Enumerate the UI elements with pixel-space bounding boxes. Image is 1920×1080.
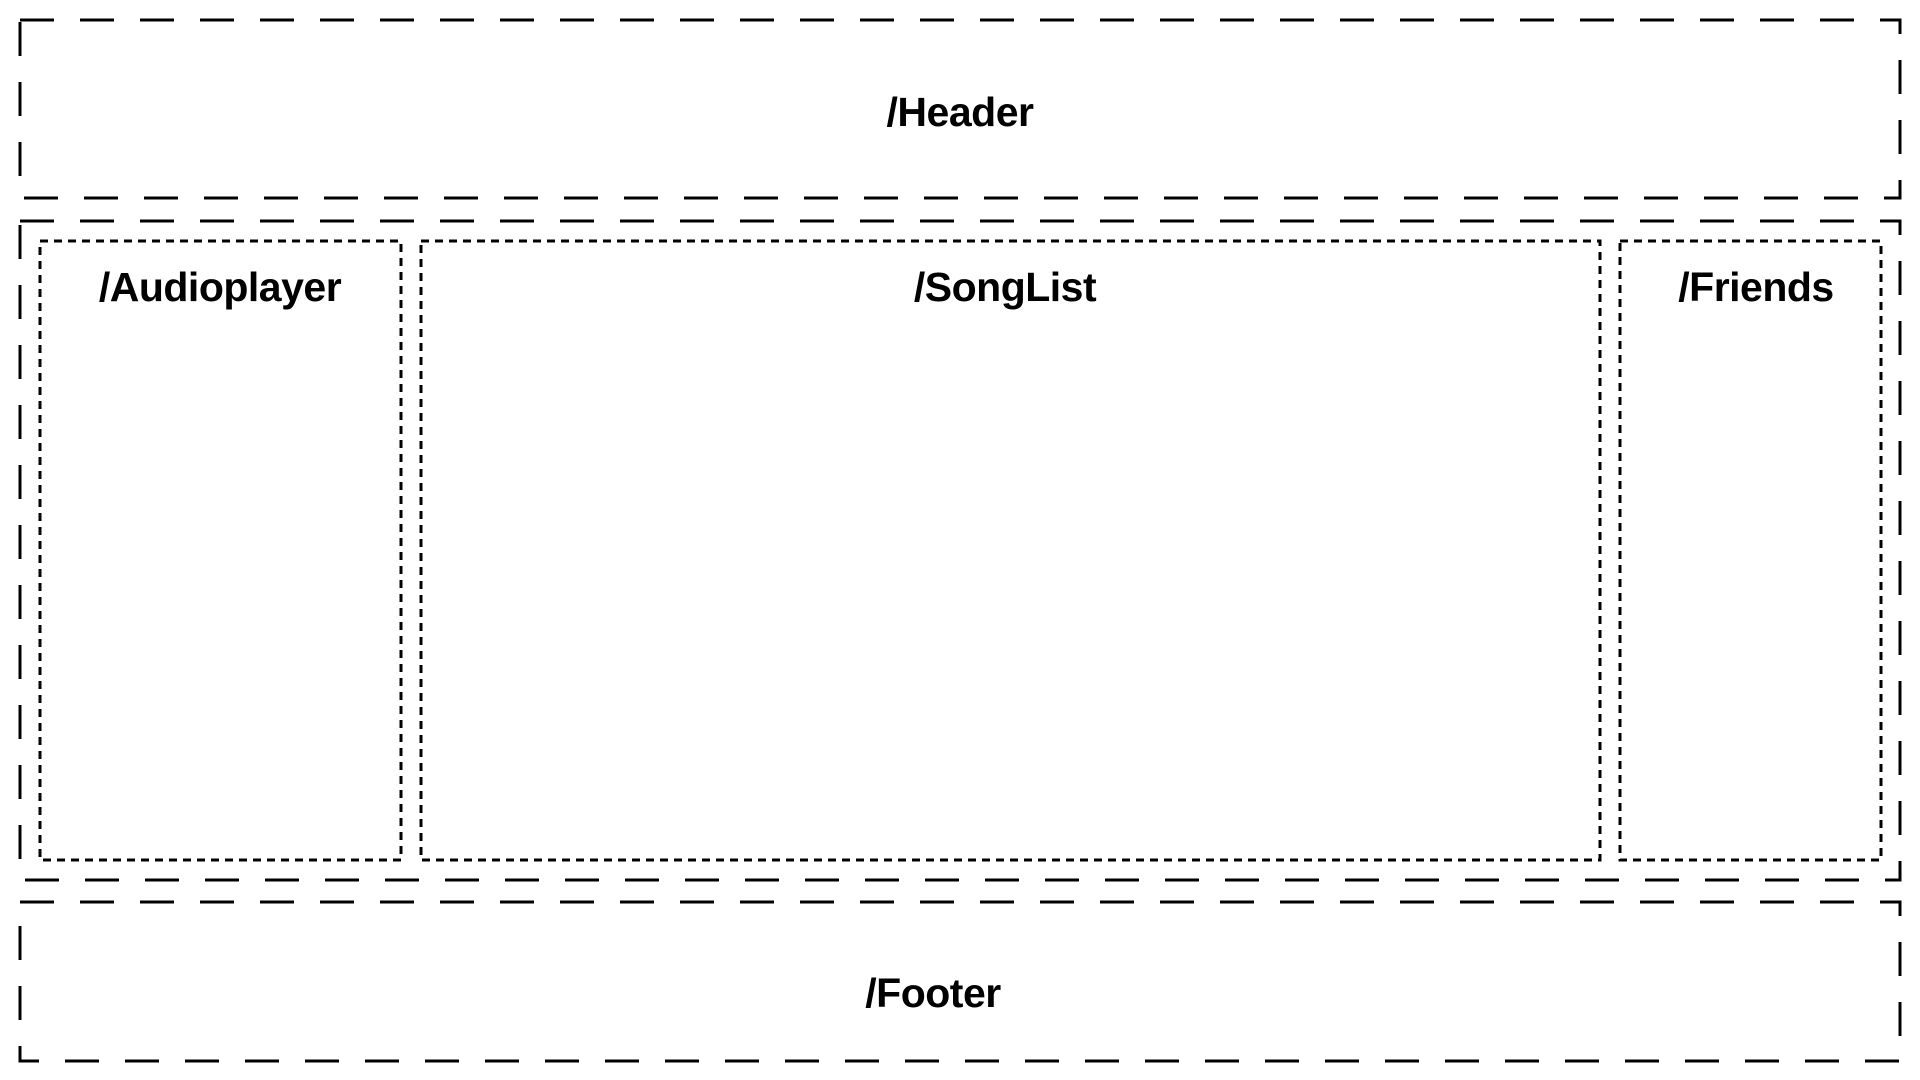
- header-label: /Header: [886, 89, 1034, 135]
- songlist-label: /SongList: [913, 264, 1097, 310]
- friends-frame: [1618, 239, 1883, 862]
- main-frame: [18, 219, 1902, 882]
- header-frame: [18, 18, 1902, 200]
- friends-label: /Friends: [1678, 264, 1834, 310]
- audioplayer-frame: [38, 239, 403, 862]
- songlist-frame: [419, 239, 1602, 862]
- footer-label: /Footer: [865, 970, 1001, 1016]
- audioplayer-label: /Audioplayer: [98, 264, 342, 310]
